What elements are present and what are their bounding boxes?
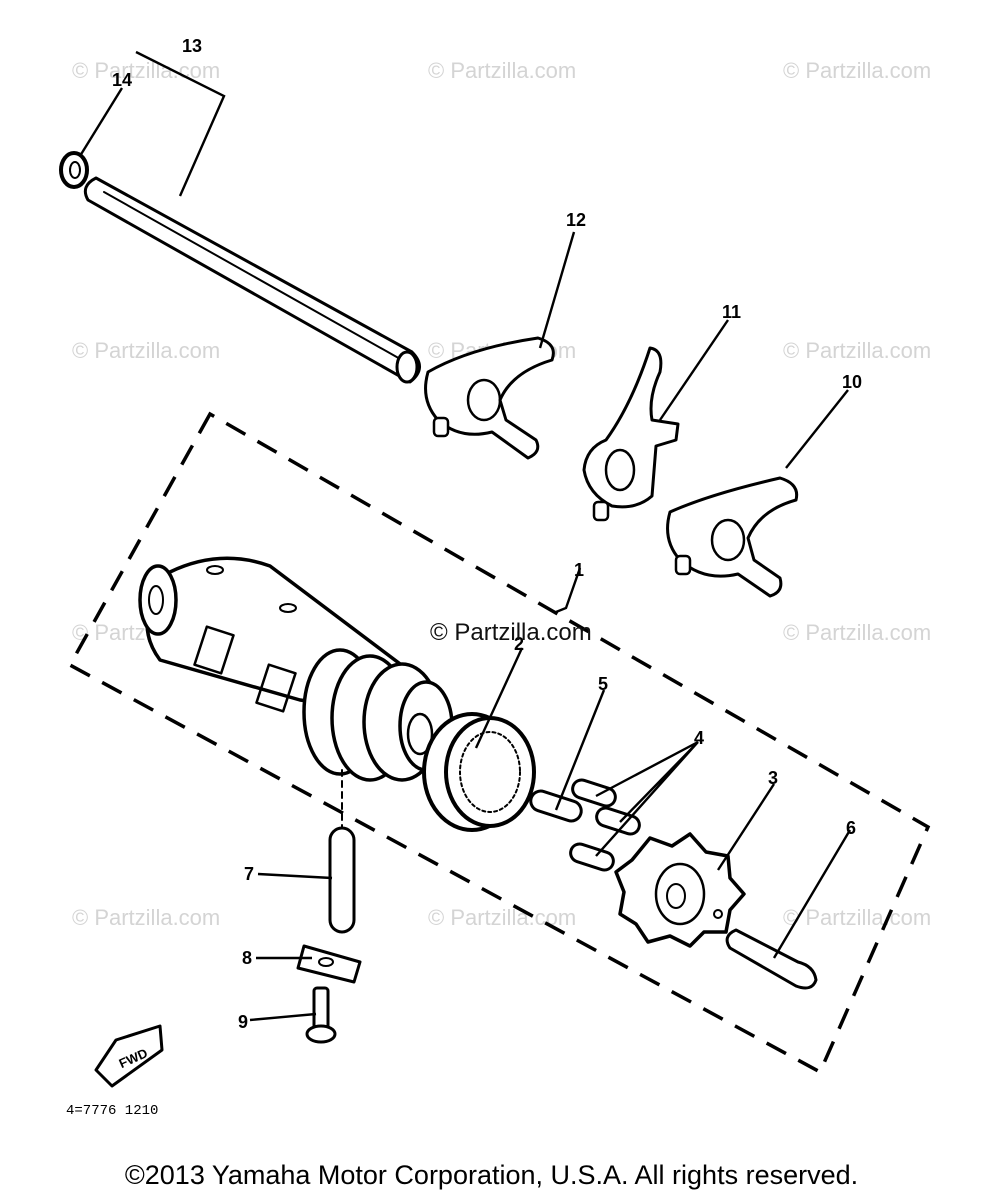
callout-14: 14 (112, 70, 132, 90)
shift-fork-12[interactable] (424, 336, 555, 460)
watermark-low-right: © Partzilla.com (783, 620, 931, 645)
drawing-code: 4=7776 1210 (66, 1103, 158, 1119)
watermark-top-right: © Partzilla.com (783, 58, 931, 83)
callout-7: 7 (244, 864, 254, 884)
shift-drum[interactable] (138, 556, 454, 782)
shift-shaft[interactable] (83, 176, 421, 384)
fwd-arrow-icon: FWD (94, 1024, 164, 1088)
watermark-mid-left: © Partzilla.com (72, 338, 220, 363)
callout-1: 1 (574, 560, 584, 580)
callout-6: 6 (846, 818, 856, 838)
dowel-pins-4[interactable] (568, 778, 641, 873)
stopper-plate[interactable] (296, 944, 362, 984)
watermark-bottom-left: © Partzilla.com (72, 905, 220, 930)
callout-5: 5 (598, 674, 608, 694)
shift-drum-segment[interactable] (614, 832, 746, 948)
shift-fork-11[interactable] (582, 346, 680, 522)
callout-9: 9 (238, 1012, 248, 1032)
copyright-notice: ©2013 Yamaha Motor Corporation, U.S.A. A… (124, 1160, 859, 1190)
needle-bearing[interactable] (422, 712, 536, 832)
callout-8: 8 (242, 948, 252, 968)
callout-12: 12 (566, 210, 586, 230)
callout-3: 3 (768, 768, 778, 788)
callout-10: 10 (842, 372, 862, 392)
pin-7[interactable] (328, 769, 356, 934)
screw-9[interactable] (305, 986, 337, 1044)
watermark-top-left: © Partzilla.com (72, 58, 220, 83)
watermark-bottom-right: © Partzilla.com (783, 905, 931, 930)
leader-lines (78, 50, 852, 1022)
watermark-top-center: © Partzilla.com (428, 58, 576, 83)
callout-4: 4 (694, 728, 704, 748)
callout-labels: 13 14 12 11 10 1 2 5 4 3 6 7 8 9 (112, 36, 862, 1032)
shift-fork-10[interactable] (666, 476, 799, 598)
assembly-boundary (67, 411, 931, 1075)
bolt-6[interactable] (725, 928, 818, 990)
callout-11: 11 (722, 302, 741, 322)
dowel-pin-5[interactable] (528, 788, 584, 823)
callout-13: 13 (182, 36, 202, 56)
watermark-mid-right: © Partzilla.com (783, 338, 931, 363)
center-watermark: © Partzilla.com (430, 619, 592, 646)
callout-2: 2 (514, 634, 524, 654)
circlip[interactable] (59, 151, 89, 189)
